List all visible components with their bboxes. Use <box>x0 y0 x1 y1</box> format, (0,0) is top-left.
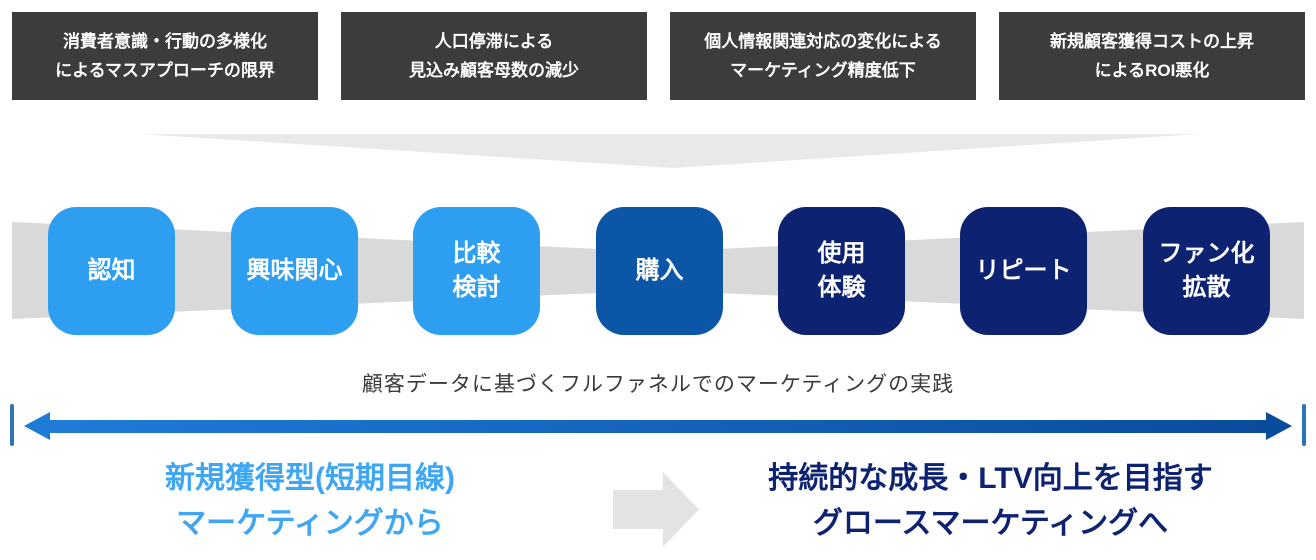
axis-end-bar-right <box>1302 404 1306 446</box>
challenge-line: によるマスアプローチの限界 <box>55 61 275 80</box>
funnel-caption: 顧客データに基づくフルファネルでのマーケティングの実践 <box>361 373 955 396</box>
challenge-line: 消費者意識・行動の多様化 <box>63 32 267 51</box>
to-marketing-text: 持続的な成長・LTV向上を目指す グロースマーケティングへ <box>718 456 1263 546</box>
challenge-line: 見込み顧客母数の減少 <box>409 61 579 80</box>
right-block-arrow-icon <box>613 472 699 547</box>
challenge-line: 人口停滞による <box>434 32 554 51</box>
challenge-line: 個人情報関連対応の変化による <box>704 32 942 51</box>
from-text-line: 新規獲得型(短期目線) <box>165 462 455 495</box>
stage-experience: 使用 体験 <box>778 207 905 335</box>
axis-end-bar-left <box>10 404 14 446</box>
stage-label: 検討 <box>452 274 501 301</box>
stage-label: 比較 <box>452 240 501 267</box>
from-text-line: マーケティングから <box>176 507 444 540</box>
challenge-box-privacy: 個人情報関連対応の変化による マーケティング精度低下 <box>670 12 976 100</box>
to-text-line: 持続的な成長・LTV向上を目指す <box>768 462 1213 495</box>
stage-label: 使用 <box>817 240 866 267</box>
stage-label: 認知 <box>87 257 136 284</box>
stage-advocacy: ファン化 拡散 <box>1143 207 1270 335</box>
challenge-box-population: 人口停滞による 見込み顧客母数の減少 <box>341 12 647 100</box>
stage-label: 体験 <box>817 274 866 301</box>
down-chevron-shape <box>140 134 1200 168</box>
challenge-box-roi: 新規顧客獲得コストの上昇 によるROI悪化 <box>999 12 1305 100</box>
to-text-line: グロースマーケティングへ <box>812 507 1169 540</box>
arrow-left-icon <box>24 412 50 440</box>
challenge-line: によるROI悪化 <box>1094 61 1210 80</box>
stage-label: 購入 <box>635 257 684 284</box>
stage-label: 拡散 <box>1182 274 1231 301</box>
from-marketing-text: 新規獲得型(短期目線) マーケティングから <box>80 456 540 546</box>
arrow-right-icon <box>1266 412 1292 440</box>
stage-purchase: 購入 <box>596 207 723 335</box>
challenge-box-mass-approach: 消費者意識・行動の多様化 によるマスアプローチの限界 <box>12 12 318 100</box>
challenge-line: 新規顧客獲得コストの上昇 <box>1050 32 1254 51</box>
stage-consideration: 比較 検討 <box>413 207 540 335</box>
challenge-line: マーケティング精度低下 <box>730 61 916 80</box>
stage-label: リピート <box>975 257 1072 284</box>
stage-repeat: リピート <box>960 207 1087 335</box>
stage-awareness: 認知 <box>48 207 175 335</box>
stage-label: 興味関心 <box>246 257 343 284</box>
stage-label: ファン化 <box>1158 240 1255 267</box>
stage-interest: 興味関心 <box>231 207 358 335</box>
axis-arrow-shaft <box>48 420 1268 433</box>
